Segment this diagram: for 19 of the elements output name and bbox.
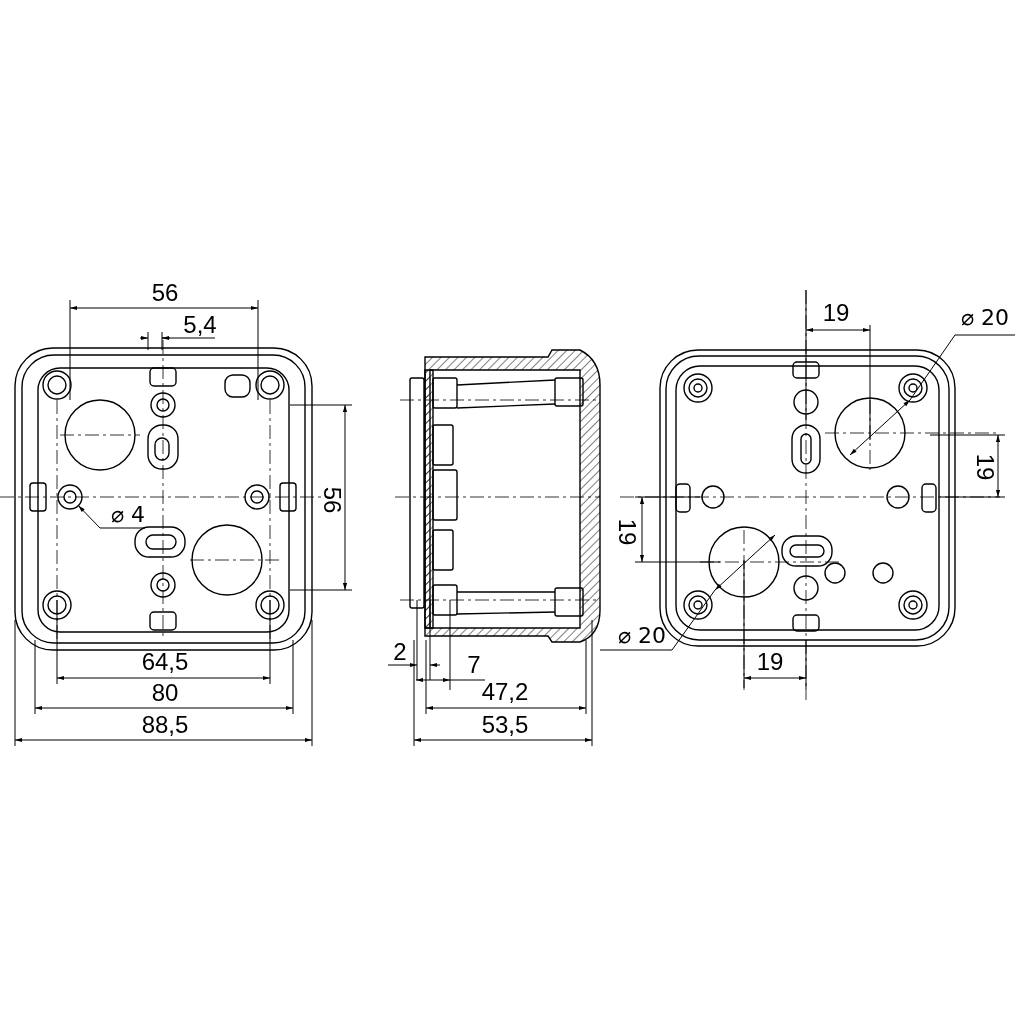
dimension-label: ⌀ 20 xyxy=(960,307,1010,329)
dimension-label: 5,4 xyxy=(183,313,217,337)
diameter-label: ⌀ 4 xyxy=(110,504,146,526)
dimension-label: 56 xyxy=(320,486,344,514)
dimension-label: 19 xyxy=(973,453,997,481)
dimension-label: 80 xyxy=(151,681,179,705)
dimension-label: 47,2 xyxy=(481,680,529,704)
dimension-label: 2 xyxy=(393,640,407,664)
dimension-label: 88,5 xyxy=(141,713,189,737)
dimension-label: 56 xyxy=(151,281,179,305)
dimension-label: 64,5 xyxy=(141,650,189,674)
dimension-label: 19 xyxy=(822,301,850,325)
mounting-hole xyxy=(57,484,83,510)
dimension-label: 7 xyxy=(467,653,481,677)
dimension-label: 19 xyxy=(615,518,639,546)
dimension-label: 53,5 xyxy=(481,713,529,737)
dimension-label: ⌀ 20 xyxy=(617,625,667,647)
dimension-label: 19 xyxy=(756,650,784,674)
leader-line xyxy=(77,505,146,529)
